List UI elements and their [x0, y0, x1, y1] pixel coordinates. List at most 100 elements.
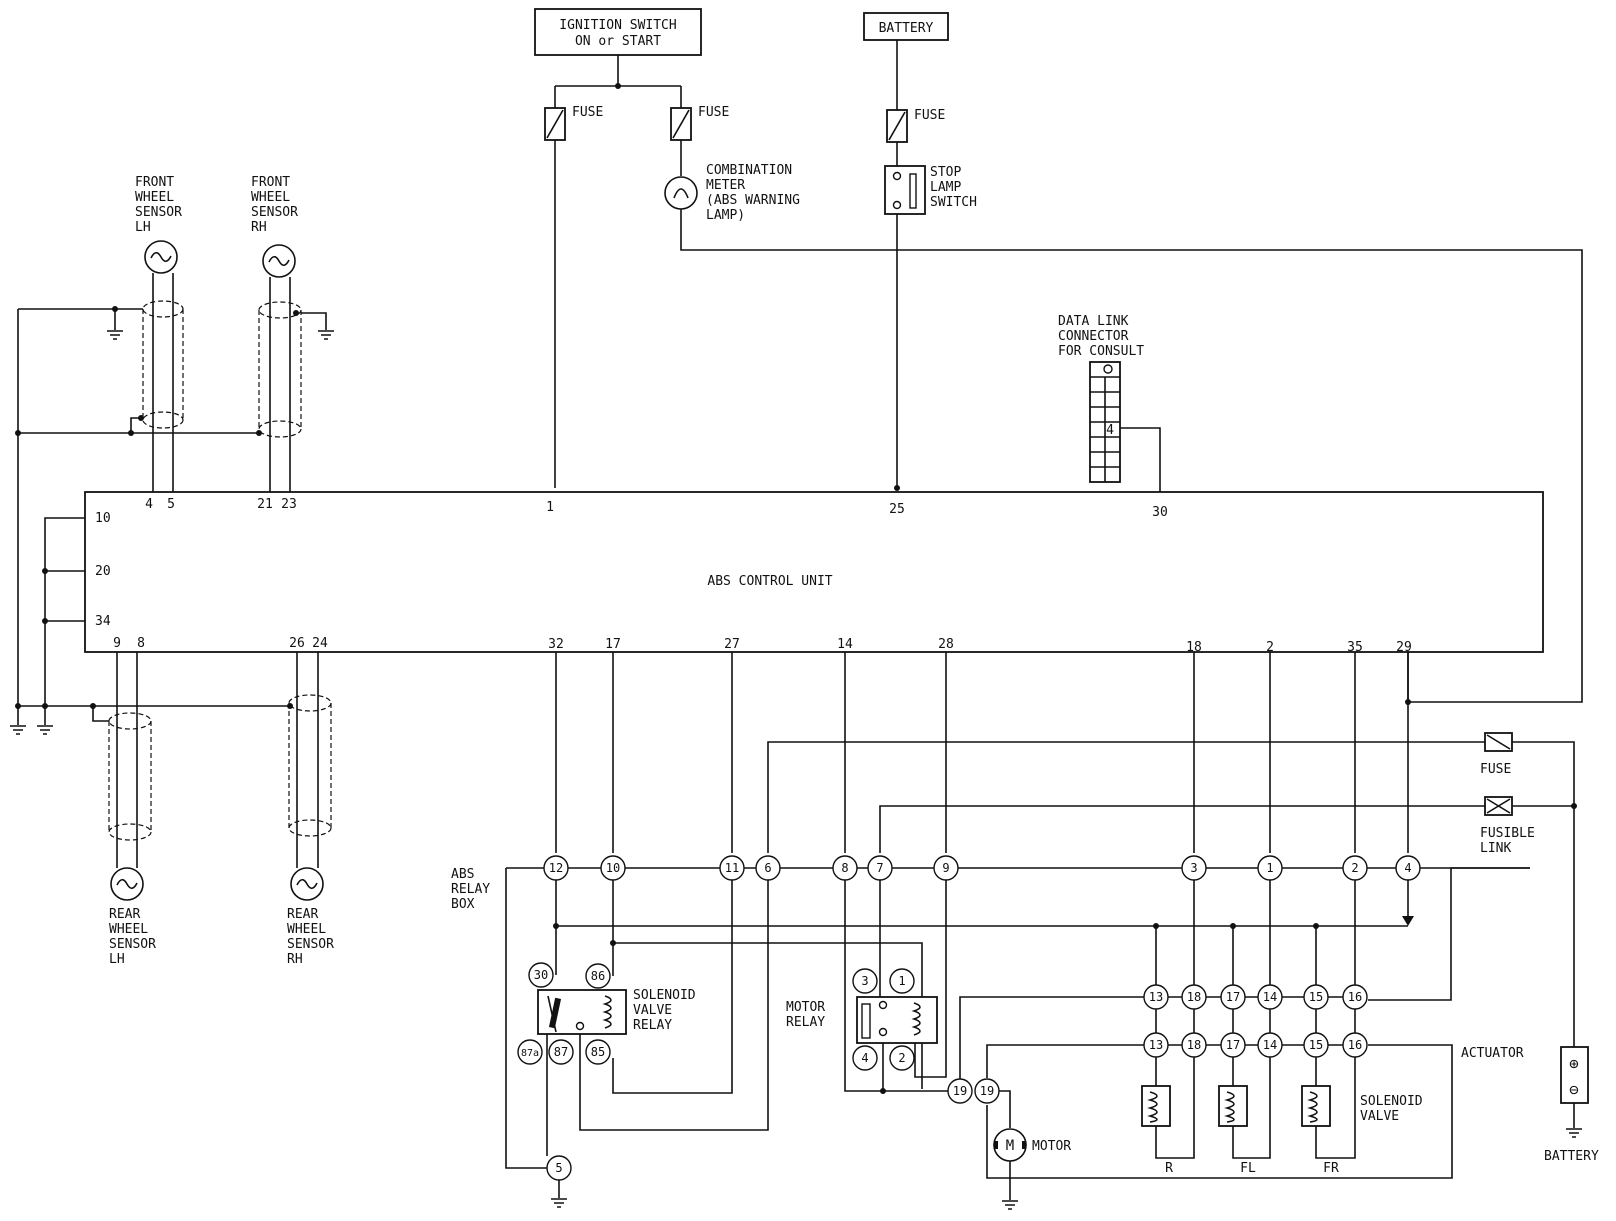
ecu-pin-35: 35 — [1347, 640, 1363, 655]
ecu-pin-29: 29 — [1396, 640, 1412, 655]
ecu-pin-34: 34 — [95, 614, 111, 629]
actuator-pins-upper: 13 18 17 14 15 16 — [1143, 984, 1368, 1010]
valve-fl-label: FL — [1240, 1161, 1256, 1176]
abs-relay-box-label-1: ABS — [451, 867, 474, 882]
ignition-label-2: ON or START — [575, 34, 661, 49]
abs-relay-box-label-3: BOX — [451, 897, 475, 912]
fuse-ign-2: FUSE — [670, 105, 729, 141]
fuse-ign-1: FUSE — [544, 105, 603, 141]
relay-box-pin-7: 7 — [867, 855, 893, 881]
motor-relay-label-1: MOTOR — [786, 1000, 825, 1015]
battery-top-box: BATTERY — [863, 12, 949, 41]
relay-box-pin-4: 4 — [1395, 855, 1421, 881]
motor-relay-pin-2: 2 — [889, 1045, 915, 1071]
relay-box-pin-11: 11 — [719, 855, 745, 881]
front-lh-label-3: SENSOR — [135, 205, 182, 220]
valve-r-label: R — [1165, 1161, 1173, 1176]
actuator-upper-pin-16: 16 — [1342, 984, 1368, 1010]
ecu-pin-23: 23 — [281, 497, 297, 512]
svg-text:14: 14 — [1263, 1038, 1277, 1052]
fuse-label: FUSE — [698, 105, 729, 120]
front-rh-label-2: WHEEL — [251, 190, 290, 205]
relay-box-pin-1: 1 — [1257, 855, 1283, 881]
motor-symbol: M — [1006, 1138, 1014, 1154]
relay-box-pin-12: 12 — [543, 855, 569, 881]
data-link-label-2: CONNECTOR — [1058, 329, 1129, 344]
motor-relay-pin-4: 4 — [852, 1045, 878, 1071]
motor-relay — [856, 996, 938, 1044]
rear-rh-label-4: RH — [287, 952, 303, 967]
combination-meter-label-3: (ABS WARNING — [706, 193, 800, 208]
abs-relay-box-label-2: RELAY — [451, 882, 490, 897]
svg-text:1: 1 — [898, 974, 905, 988]
front-lh-shield — [142, 300, 184, 429]
solenoid-relay-pin-87a: 87a — [517, 1039, 543, 1065]
rear-lh-label-2: WHEEL — [109, 922, 148, 937]
solenoid-relay-label-2: VALVE — [633, 1003, 672, 1018]
rear-lh-label-4: LH — [109, 952, 125, 967]
actuator-upper-pin-14: 14 — [1257, 984, 1283, 1010]
relay-box-pin-8: 8 — [832, 855, 858, 881]
rear-rh-label-3: SENSOR — [287, 937, 334, 952]
fuse-battery: FUSE — [886, 108, 945, 143]
fuse-label: FUSE — [1480, 762, 1511, 777]
data-link-label-3: FOR CONSULT — [1058, 344, 1144, 359]
rear-lh-label-3: SENSOR — [109, 937, 156, 952]
motor-relay-pin-1: 1 — [889, 968, 915, 994]
svg-text:13: 13 — [1149, 1038, 1163, 1052]
svg-text:13: 13 — [1149, 990, 1163, 1004]
svg-text:15: 15 — [1309, 1038, 1323, 1052]
ignition-label-1: IGNITION SWITCH — [559, 18, 676, 33]
svg-text:18: 18 — [1187, 1038, 1201, 1052]
ecu-pin-18: 18 — [1186, 640, 1202, 655]
svg-text:5: 5 — [555, 1161, 562, 1175]
data-link-connector[interactable]: 4 — [1089, 361, 1121, 483]
solenoid-valve-label-1: SOLENOID — [1360, 1094, 1423, 1109]
front-lh-label-2: WHEEL — [135, 190, 174, 205]
actuator-label: ACTUATOR — [1461, 1046, 1524, 1061]
fuse-label: FUSE — [572, 105, 603, 120]
svg-text:17: 17 — [1226, 1038, 1240, 1052]
svg-text:17: 17 — [1226, 990, 1240, 1004]
ecu-pin-10: 10 — [95, 511, 111, 526]
svg-text:3: 3 — [1190, 861, 1197, 875]
svg-text:85: 85 — [591, 1045, 605, 1059]
rear-rh-shield — [288, 694, 332, 837]
combination-meter-label-1: COMBINATION — [706, 163, 792, 178]
rear-rh-label-2: WHEEL — [287, 922, 326, 937]
ecu-pin-4: 4 — [145, 497, 153, 512]
actuator-lower-pin-13: 13 — [1143, 1032, 1169, 1058]
svg-text:18: 18 — [1187, 990, 1201, 1004]
battery-top-label: BATTERY — [879, 21, 934, 36]
front-rh-label-4: RH — [251, 220, 267, 235]
svg-text:6: 6 — [764, 861, 771, 875]
stop-lamp-switch — [884, 165, 926, 215]
motor-icon: M — [993, 1128, 1027, 1162]
relay-box-pin-10: 10 — [600, 855, 626, 881]
ecu-pin-5: 5 — [167, 497, 175, 512]
front-lh-label-1: FRONT — [135, 175, 174, 190]
abs-control-unit: ABS CONTROL UNIT — [84, 491, 1544, 653]
actuator-lower-pin-18: 18 — [1181, 1032, 1207, 1058]
solenoid-relay-pin-30: 30 — [528, 962, 554, 988]
solenoid-valve-fr — [1301, 1085, 1331, 1127]
fusible-link-label-2: LINK — [1480, 841, 1511, 856]
ecu-pin-21: 21 — [257, 497, 273, 512]
ecu-pin-27: 27 — [724, 637, 740, 652]
front-rh-label-1: FRONT — [251, 175, 290, 190]
stop-lamp-label-3: SWITCH — [930, 195, 977, 210]
front-rh-sensor-icon — [262, 244, 296, 278]
svg-text:19: 19 — [980, 1084, 994, 1098]
relay-box-pin-6: 6 — [755, 855, 781, 881]
ignition-switch-box: IGNITION SWITCH ON or START — [534, 8, 702, 56]
relay-box-pin-5: 5 — [546, 1155, 572, 1181]
solenoid-relay-label-3: RELAY — [633, 1018, 672, 1033]
fusible-link-label-1: FUSIBLE — [1480, 826, 1535, 841]
svg-text:16: 16 — [1348, 1038, 1362, 1052]
front-rh-label-3: SENSOR — [251, 205, 298, 220]
solenoid-relay-pin-85: 85 — [585, 1039, 611, 1065]
ecu-pin-25: 25 — [889, 502, 905, 517]
solenoid-relay-pin-87: 87 — [548, 1039, 574, 1065]
motor-relay-label-2: RELAY — [786, 1015, 825, 1030]
